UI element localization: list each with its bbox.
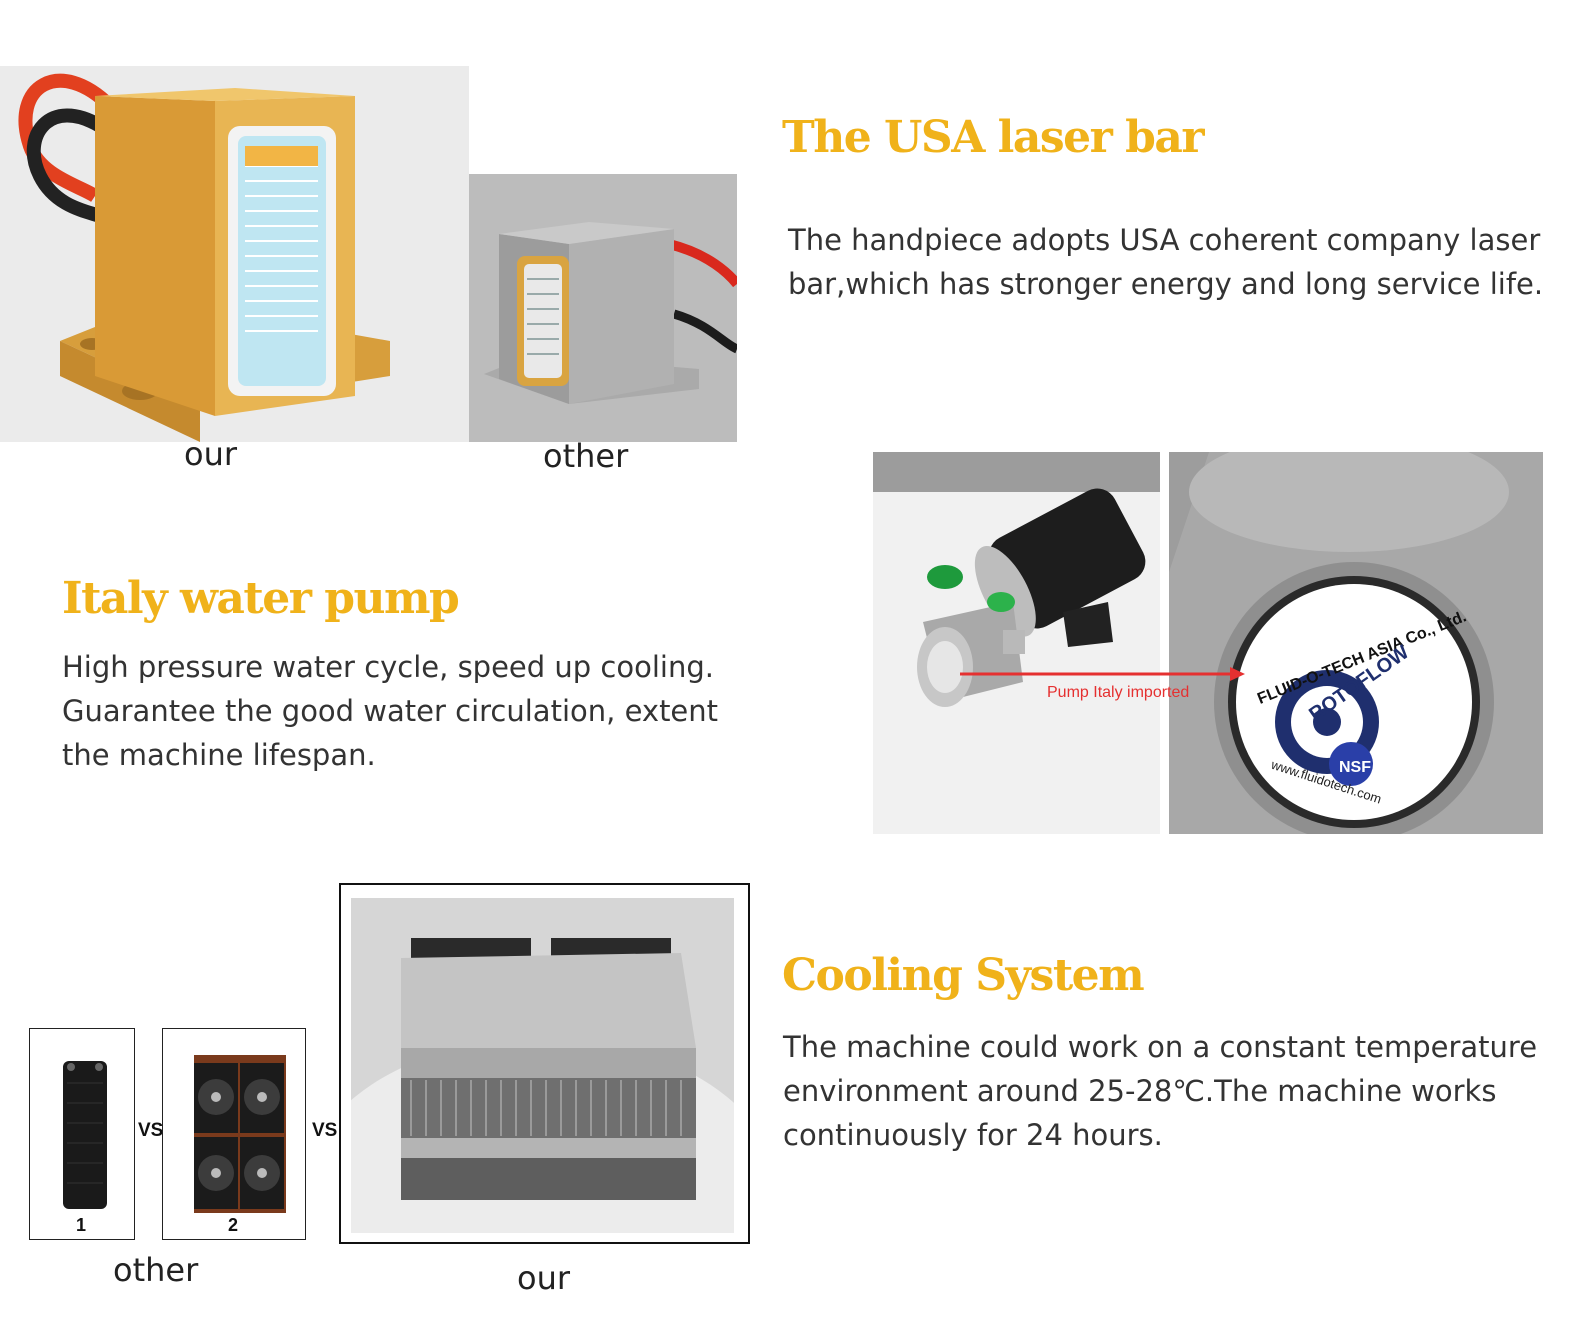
- vs-label-2: VS: [312, 1120, 338, 1141]
- pump-annotation-text: Pump Italy imported: [1047, 684, 1190, 701]
- other-radiator-2-image: 2: [162, 1028, 306, 1240]
- laser-other-label: other: [543, 437, 629, 475]
- laser-our-label: our: [184, 435, 238, 473]
- pump-annotation-arrow: [960, 664, 1245, 684]
- vs-label-1: VS: [138, 1120, 164, 1141]
- nsf-badge: NSF: [1339, 759, 1371, 776]
- radiator-1-number: 1: [76, 1215, 87, 1235]
- cooling-our-label: our: [517, 1259, 571, 1297]
- cooling-section-title: Cooling System: [782, 950, 1145, 1001]
- radiator-2-number: 2: [228, 1215, 239, 1235]
- cooling-other-label: other: [113, 1251, 199, 1289]
- pump-overview-image: [873, 452, 1160, 834]
- other-radiator-1-image: 1: [29, 1028, 135, 1240]
- pump-closeup-image: NSF FLUID-O-TECH ASIA Co., Ltd. ROTOFLOW…: [1169, 452, 1543, 834]
- cooling-section-description: The machine could work on a constant tem…: [783, 1030, 1538, 1152]
- laser-section-title: The USA laser bar: [782, 112, 1205, 163]
- our-laser-bar-image: [0, 66, 469, 442]
- our-cooling-unit-frame: [339, 883, 750, 1244]
- other-laser-bar-image: [469, 174, 737, 442]
- pump-section-description: High pressure water cycle, speed up cool…: [62, 650, 719, 772]
- our-cooling-unit-image: [351, 898, 734, 1233]
- pump-section-title: Italy water pump: [62, 573, 460, 624]
- laser-section-description: The handpiece adopts USA coherent compan…: [788, 223, 1544, 301]
